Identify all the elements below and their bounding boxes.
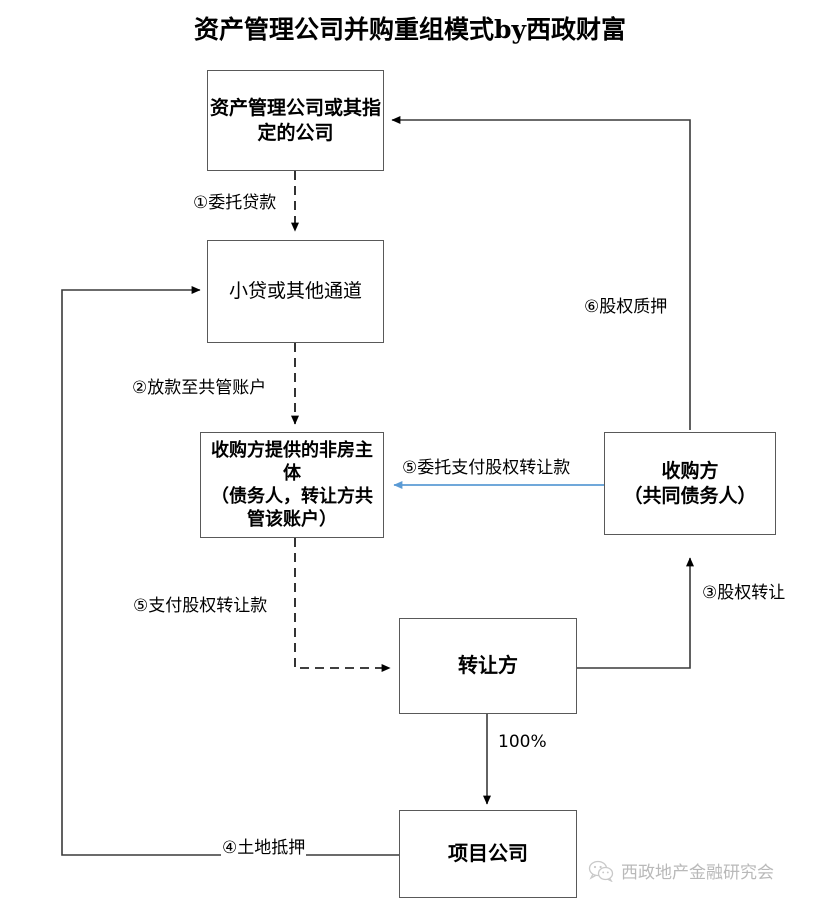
page-title: 资产管理公司并购重组模式by西政财富 [193,15,626,44]
node-nonhouse-entity[interactable]: 收购方提供的非房主 体 （债务人，转让方共 管该账户） [200,432,384,538]
watermark-text: 西政地产金融研究会 [621,863,774,883]
node-channel[interactable]: 小贷或其他通道 [207,240,384,343]
edge-label-entrusted-payment: ⑤委托支付股权转让款 [401,458,572,478]
edge-label-land-mortgage: ④土地抵押 [221,838,307,858]
connector-pay-equity-transfer [294,538,391,672]
node-transferor[interactable]: 转让方 [399,618,577,714]
edge-label-loan-to-escrow: ②放款至共管账户 [131,378,268,398]
edge-label-equity-pledge: ⑥股权质押 [583,297,669,317]
node-transferor-label: 转让方 [458,653,518,678]
node-project-company[interactable]: 项目公司 [399,810,577,898]
wechat-icon [588,860,614,882]
edge-label-entrusted-loan: ①委托贷款 [192,193,278,213]
connector-equity-pledge [391,116,691,430]
watermark: 西政地产金融研究会 [588,858,774,883]
node-acquirer[interactable]: 收购方 （共同债务人） [604,432,776,535]
node-project-company-label: 项目公司 [448,841,528,866]
node-nonhouse-entity-label: 收购方提供的非房主 体 （债务人，转让方共 管该账户） [211,439,373,531]
edge-label-ownership-percent: 100% [497,732,548,752]
node-amc[interactable]: 资产管理公司或其指 定的公司 [207,70,384,171]
edge-label-pay-equity-transfer: ⑤支付股权转让款 [132,596,269,616]
edge-label-equity-transfer: ③股权转让 [701,583,787,603]
node-amc-label: 资产管理公司或其指 定的公司 [210,97,382,144]
connector-land-mortgage [61,286,400,856]
node-channel-label: 小贷或其他通道 [228,280,362,303]
connector-equity-transfer [577,557,694,669]
node-acquirer-label: 收购方 （共同债务人） [623,460,757,507]
